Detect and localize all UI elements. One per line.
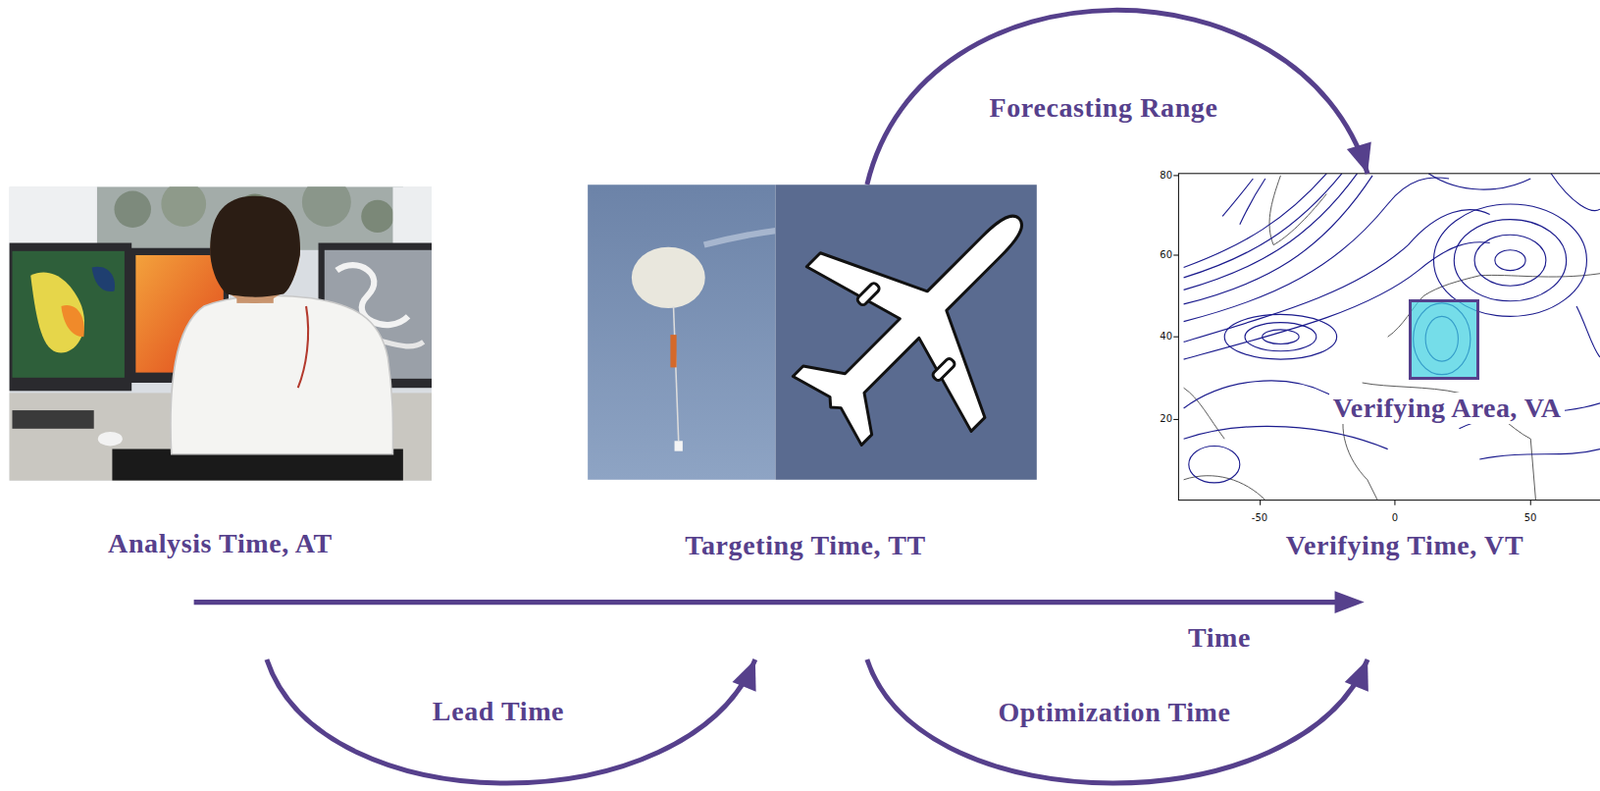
contour-map-part (1184, 175, 1600, 501)
contour-map-part (1173, 418, 1179, 420)
contour-map-part (1184, 173, 1328, 268)
arrowhead (1346, 142, 1372, 174)
forecaster-photo-part (92, 266, 115, 292)
contour-map-part (1530, 500, 1532, 506)
contour-map-part (1184, 173, 1600, 501)
forecaster-photo (8, 186, 432, 481)
forecaster-photo-part (361, 200, 394, 233)
sonde-aircraft-photo-part (631, 247, 706, 309)
time-axis-part (194, 599, 1340, 605)
longitude-tick: -50 (1251, 512, 1268, 524)
contour-map-part (1393, 500, 1395, 506)
arrow-curve (867, 9, 1368, 185)
edge-label: Optimization Time (993, 696, 1235, 728)
area-label: Verifying Area, VA (1329, 392, 1566, 424)
latitude-tick: 40 (1159, 330, 1173, 343)
time-span-arrow (266, 659, 757, 783)
contour-map-part (1224, 313, 1337, 360)
forecaster-photo-part (302, 186, 352, 227)
contour-map-part (1178, 173, 1600, 501)
time-span-arrow (867, 659, 1369, 783)
verifying-area-box: Verifying Area, VA (1408, 299, 1480, 380)
arrowhead (1344, 659, 1369, 692)
sonde-aircraft-photo-part (744, 136, 1101, 493)
sonde-aircraft-photo-part (670, 334, 676, 367)
latitude-tick: 60 (1159, 249, 1173, 261)
contour-map (1173, 173, 1600, 506)
analysis-time-node: Analysis Time, AT (8, 186, 432, 660)
arrowhead (732, 659, 757, 692)
forecaster-photo-part (8, 186, 432, 481)
contour-map-part (1184, 475, 1266, 501)
axis-label: Time (1184, 621, 1255, 654)
latitude-tick: 80 (1159, 169, 1173, 182)
sonde-aircraft-photo-part (673, 306, 679, 441)
sonde-aircraft-photo (587, 136, 1102, 493)
contour-map-part (1428, 173, 1531, 190)
contour-map-part (1173, 336, 1179, 338)
contour-map-part (1262, 329, 1299, 345)
sonde-aircraft-photo-part (704, 230, 776, 246)
contour-map-part (1178, 173, 1600, 501)
sonde-aircraft-photo-part (674, 440, 683, 451)
sonde-aircraft-photo-part (930, 357, 956, 382)
contour-map-part (1495, 250, 1526, 271)
forecaster-photo-part (60, 305, 84, 337)
forecaster-photo-part (114, 190, 152, 227)
verifying-time-node: Verifying Time, VT Verifying Area, VA (1178, 173, 1600, 660)
contour-map-part (1474, 234, 1547, 286)
time-axis (194, 590, 1365, 614)
contour-map-part (1222, 178, 1253, 216)
forecaster-photo-part (298, 306, 309, 388)
contour-map-part (1184, 175, 1373, 305)
targeting-time-node: Targeting Time, TT (587, 184, 1037, 660)
contour-map-part (1244, 322, 1317, 352)
contour-map-part (1173, 254, 1179, 256)
arrow-curve (867, 659, 1368, 783)
time-caption: Targeting Time, TT (580, 529, 1031, 562)
contour-map-part (1239, 178, 1266, 225)
sonde-aircraft-photo-part (587, 184, 775, 480)
arrow-curve (266, 659, 756, 783)
time-axis-part (1335, 590, 1365, 614)
contour-map-part (1188, 445, 1240, 482)
contour-map-part (1453, 219, 1566, 302)
longitude-tick: 0 (1392, 512, 1398, 524)
forecaster-photo-part (8, 243, 132, 392)
forecaster-photo-part (170, 295, 394, 455)
contour-map-part (1576, 306, 1600, 358)
forecaster-photo-part (98, 431, 123, 447)
contour-map-part (1550, 173, 1600, 211)
edge-label: Lead Time (428, 695, 568, 727)
forecaster-photo-part (30, 272, 85, 354)
forecaster-photo-part (209, 196, 301, 298)
forecaster-photo-part (8, 186, 97, 250)
forecaster-photo-part (160, 186, 207, 227)
forecaster-photo-part (11, 251, 124, 378)
edge-label: Forecasting Range (985, 92, 1223, 124)
contour-map-part (1259, 500, 1261, 506)
contour-map-part (1173, 174, 1179, 176)
contour-map-part (1184, 173, 1342, 278)
longitude-tick: 50 (1524, 512, 1538, 524)
forecaster-photo-part (11, 410, 94, 429)
time-caption: Verifying Time, VT (1193, 529, 1600, 562)
time-span-arrow (867, 9, 1372, 185)
contour-map-part (1479, 449, 1600, 460)
contour-map-part (1184, 173, 1600, 483)
time-caption: Analysis Time, AT (8, 527, 432, 560)
sonde-aircraft-photo-part (856, 281, 881, 307)
latitude-tick: 20 (1159, 412, 1173, 425)
contour-map-part (1173, 175, 1531, 506)
forecaster-photo-part (392, 186, 432, 250)
